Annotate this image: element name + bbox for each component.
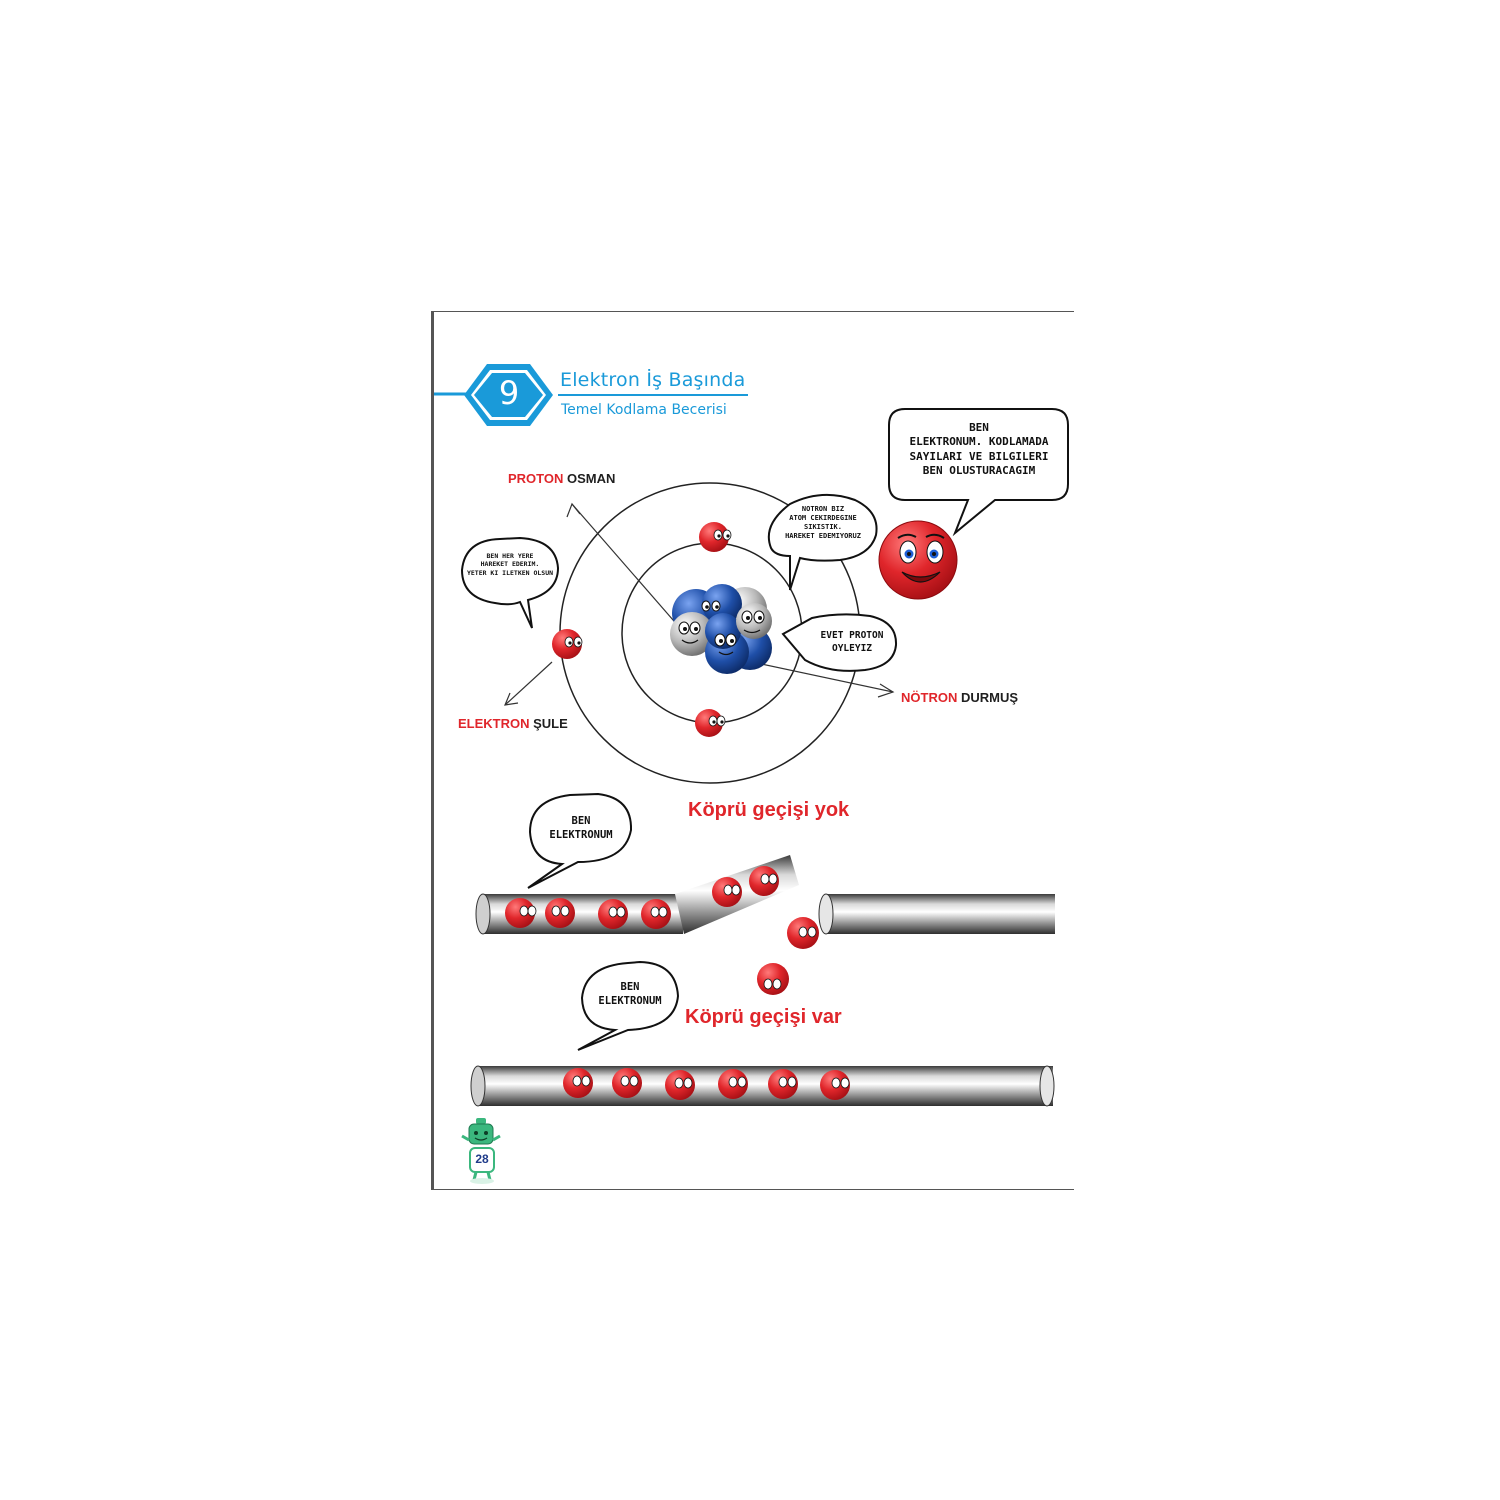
heading-bridge: Köprü geçişi var — [685, 1006, 842, 1028]
label-arrows — [504, 502, 895, 706]
heading-no-bridge: Köprü geçişi yok — [688, 799, 850, 821]
bubble-proton-agrees: EVET PROTON OYLEYIZ — [820, 630, 884, 654]
page-number: 28 — [475, 1152, 489, 1166]
header-badge — [434, 364, 748, 426]
page-subtitle: Temel Kodlama Becerisi — [561, 402, 727, 418]
electron-orbit-left — [552, 629, 583, 659]
electron-label: ELEKTRON ŞULE — [458, 716, 568, 731]
electron-orbit-bottom — [695, 709, 726, 737]
neutron-label: NÖTRON DURMUŞ — [901, 690, 1019, 705]
pipe-bridge — [470, 1065, 1055, 1107]
bubble-electron-moves: BEN HER YERE HAREKET EDERIM. YETER KI IL… — [466, 552, 554, 577]
bubble-neutron-says: NOTRON BIZ ATOM CEKIRDEGINE SIKISTIK. HA… — [785, 505, 861, 541]
nucleus — [670, 584, 772, 674]
robot-mascot-icon — [461, 1118, 501, 1184]
electrons-bottom-pipe — [563, 1068, 850, 1100]
electron-orbit-top — [699, 522, 732, 552]
electron-character — [878, 520, 958, 600]
bubble-ben-elektronum-bottom: BEN ELEKTRONUM — [598, 981, 662, 1007]
bubble-ben-elektronum-top: BEN ELEKTRONUM — [549, 815, 613, 841]
proton-label: PROTON OSMAN — [508, 471, 616, 486]
speech-bubbles — [460, 408, 1069, 1051]
page-title: Elektron İş Başında — [560, 369, 746, 391]
section-number: 9 — [498, 374, 520, 412]
electrons-top-pipe — [505, 866, 819, 995]
bubble-electron-intro: BEN ELEKTRONUM. KODLAMADA SAYILARI VE BI… — [909, 421, 1049, 477]
